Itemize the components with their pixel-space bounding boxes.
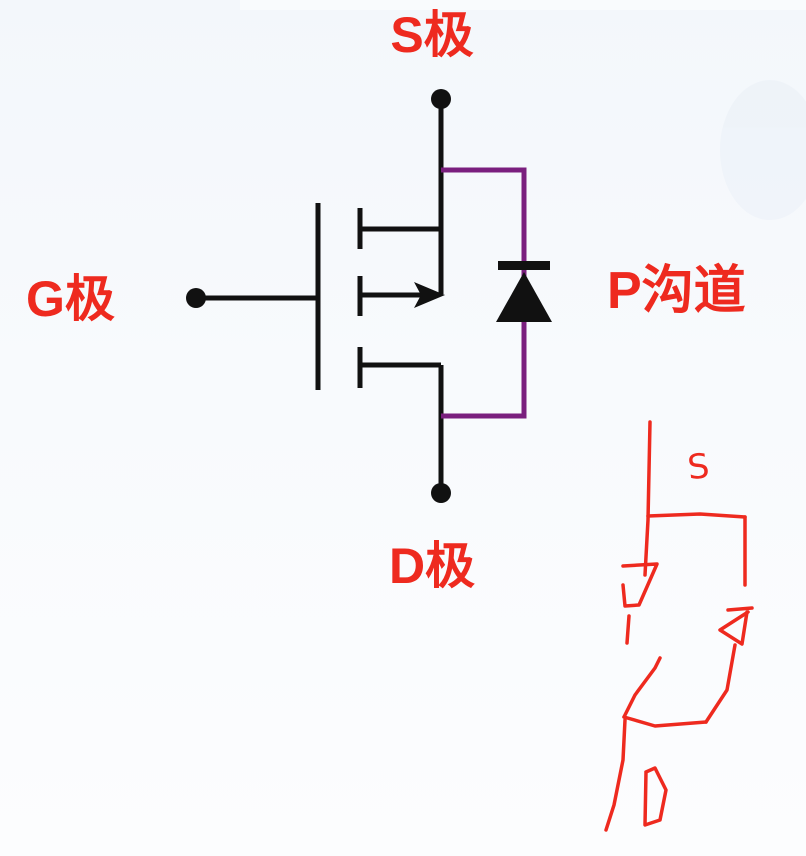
sketch-channel-tail [625, 614, 631, 645]
sketch-diode-lower-wire [704, 643, 737, 724]
diode-triangle [496, 272, 552, 322]
drain-terminal-dot [431, 483, 451, 503]
background-sheen [240, 0, 806, 220]
sketch-bottom-connector [622, 715, 708, 728]
body-diode-loop [441, 167, 527, 419]
drain-label: D极 [389, 538, 475, 594]
sketch-drain-letter [643, 766, 668, 827]
source-terminal-dot [431, 89, 451, 109]
sketch-top-connector [646, 512, 747, 519]
body-diode [496, 261, 552, 322]
sketch-source-note: S [686, 446, 712, 488]
sketch-loop [622, 656, 662, 719]
channel-type-label: P沟道 [607, 262, 746, 320]
sketch-source-lead [643, 420, 652, 577]
handwritten-sketch [604, 420, 754, 832]
sketch-channel-box [621, 562, 659, 608]
body-arrow-head [414, 282, 445, 308]
sketch-diode-body [718, 610, 750, 646]
mosfet-symbol [196, 99, 444, 493]
diode-bar [498, 261, 550, 270]
source-label: S极 [390, 7, 473, 63]
sketch-drain-lead [604, 718, 627, 832]
gate-terminal-dot [186, 288, 206, 308]
gate-label: G极 [26, 271, 115, 327]
sketch-diode-top [726, 606, 754, 612]
